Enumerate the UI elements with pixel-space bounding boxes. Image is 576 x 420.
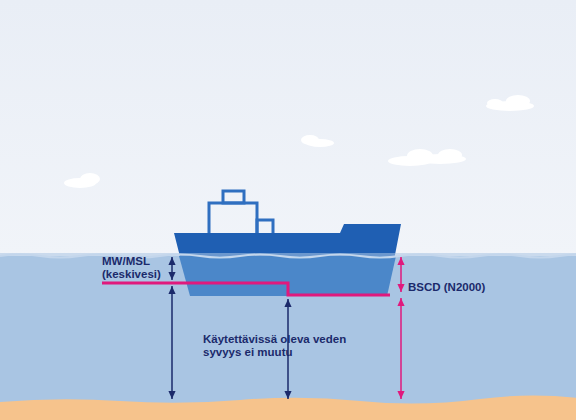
superstructure bbox=[209, 191, 273, 236]
sea-floor bbox=[0, 395, 576, 420]
water-surface bbox=[0, 253, 576, 420]
dimension-arrow bbox=[171, 286, 173, 399]
label: BSCD (N2000) bbox=[408, 281, 528, 294]
dimension-arrow bbox=[400, 298, 402, 399]
water-line bbox=[0, 255, 576, 258]
dimension-arrow bbox=[400, 257, 402, 292]
label: Käytettävissä oleva veden syvyys ei muut… bbox=[203, 333, 378, 359]
water bbox=[0, 256, 576, 420]
clouds bbox=[64, 95, 534, 188]
label: MW/MSL (keskivesi) bbox=[102, 255, 172, 281]
datum-line bbox=[102, 283, 390, 295]
dimension-arrow bbox=[171, 257, 173, 280]
sky bbox=[0, 0, 576, 256]
